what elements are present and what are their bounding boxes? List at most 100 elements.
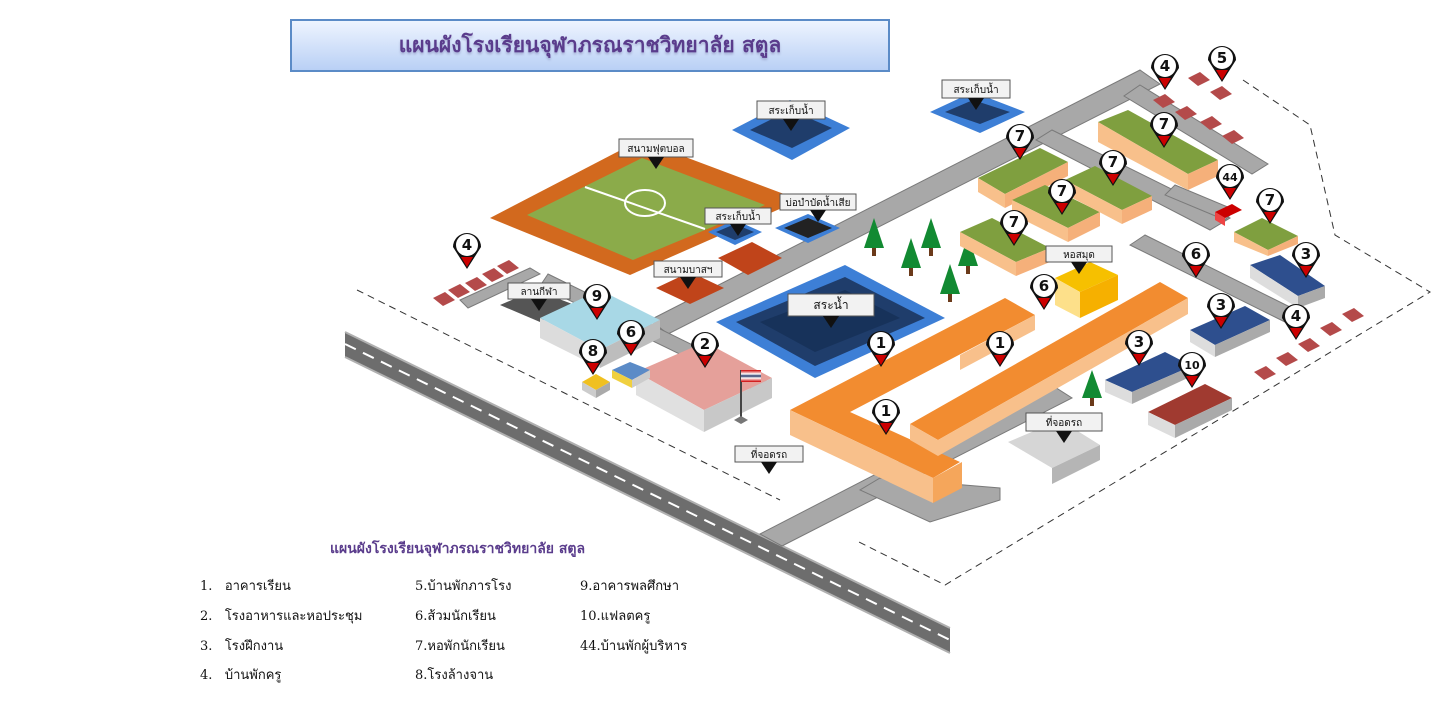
pin-number: 7 [1265, 191, 1275, 209]
legend-item-3: 3. โรงฝึกงาน [200, 635, 283, 656]
executive-house [1215, 204, 1242, 226]
location-pin-p1c: 1 [872, 399, 900, 435]
location-pin-p5: 5 [1208, 46, 1236, 82]
map-label-text: ลานกีฬา [520, 286, 557, 298]
location-pin-p7e: 7 [1000, 210, 1028, 246]
pin-number: 7 [1057, 182, 1067, 200]
map-label-pond: สระน้ำ [787, 293, 875, 328]
map-title: แผนผังโรงเรียนจุฬาภรณราชวิทยาลัย สตูล [398, 32, 782, 57]
map-label-clock-tower: หอสมุด [1045, 245, 1113, 274]
map-label-sport-yard: ลานกีฬา [507, 282, 571, 311]
map-label-text: สระน้ำ [813, 296, 848, 312]
teacher-flat [1148, 384, 1232, 438]
library-building [1055, 262, 1118, 318]
legend-item-6: 6.ส้วมนักเรียน [415, 609, 496, 624]
map-label-reservoir-3: สระเก็บน้ำ [704, 207, 772, 236]
legend-item-9: 9.อาคารพลศึกษา [580, 579, 680, 594]
map-label-text: สระเก็บน้ำ [715, 209, 760, 223]
pin-number: 4 [462, 236, 472, 254]
trees [864, 218, 1102, 406]
flagpole [734, 370, 761, 424]
pin-number: 7 [1108, 153, 1118, 171]
legend-title: แผนผังโรงเรียนจุฬาภรณราชวิทยาลัย สตูล [330, 541, 586, 557]
location-pin-p10: 10 [1178, 352, 1206, 388]
wastewater-pond [775, 214, 840, 243]
map-label-layer: สนามฟุตบอลสระเก็บน้ำสระเก็บน้ำสระเก็บน้ำ… [507, 79, 1113, 474]
location-pin-p7f: 7 [1256, 188, 1284, 224]
pin-number: 7 [1009, 213, 1019, 231]
map-label-text: สนามฟุตบอล [627, 144, 684, 155]
map-label-text: สระเก็บน้ำ [768, 103, 813, 117]
pin-number: 1 [995, 334, 1005, 352]
location-pin-p6b: 6 [1182, 242, 1210, 278]
basketball-court [656, 242, 782, 304]
location-pin-p1b: 1 [986, 331, 1014, 367]
pin-number: 4 [1291, 307, 1301, 325]
legend-item-label: โรงฝึกงาน [224, 639, 284, 654]
toilet-block [612, 362, 650, 388]
legend-item-5: 5.บ้านพักภารโรง [415, 579, 512, 594]
legend-item-10: 10.แฟลตครู [580, 609, 651, 624]
location-pin-p3b: 3 [1207, 293, 1235, 329]
location-pin-p4a: 4 [1151, 54, 1179, 90]
legend-item-number: 3. [200, 639, 213, 654]
staff-houses [433, 72, 1364, 380]
location-pin-p1a: 1 [867, 331, 895, 367]
map-label-text: สนามบาสฯ [664, 265, 713, 276]
map-label-text: สระเก็บน้ำ [953, 82, 998, 96]
location-pin-p7a: 7 [1006, 124, 1034, 160]
location-pin-p8: 8 [579, 339, 607, 375]
pin-number: 6 [1039, 277, 1049, 295]
location-pin-p9: 9 [583, 284, 611, 320]
legend-item-7: 7.หอพักนักเรียน [415, 639, 505, 654]
map-label-reservoir-1: สระเก็บน้ำ [756, 100, 826, 131]
legend-item-2: 2. โรงอาหารและหอประชุม [200, 605, 362, 626]
parking-lot [1008, 420, 1100, 484]
location-pin-p7b: 7 [1150, 112, 1178, 148]
pin-number: 7 [1159, 115, 1169, 133]
legend-item-number: 1. [200, 579, 213, 594]
location-pin-p3a: 3 [1292, 242, 1320, 278]
pin-number: 5 [1217, 49, 1227, 67]
pin-number: 6 [1191, 245, 1201, 263]
legend-item-44: 44.บ้านพักผู้บริหาร [580, 639, 688, 654]
reservoir-2 [930, 92, 1025, 133]
map-label-text: ที่จอดรถ [751, 447, 787, 461]
map-label-parking-2: ที่จอดรถ [1025, 412, 1103, 443]
location-pin-p7c: 7 [1099, 150, 1127, 186]
location-pin-p44: 44 [1216, 164, 1244, 200]
pin-number: 8 [588, 342, 598, 360]
workshops [1105, 255, 1325, 404]
classroom-building [790, 282, 1188, 503]
location-pin-p4b: 4 [453, 233, 481, 269]
property-boundary [356, 79, 1431, 586]
pin-number: 1 [876, 334, 886, 352]
pin-number: 7 [1015, 127, 1025, 145]
pin-number: 6 [626, 323, 636, 341]
pin-number: 3 [1216, 296, 1226, 314]
legend-item-label: อาคารเรียน [224, 579, 291, 594]
dormitories [960, 110, 1298, 276]
location-pin-p7d: 7 [1048, 179, 1076, 215]
legend-item-1: 1. อาคารเรียน [200, 575, 291, 596]
legend-item-number: 4. [200, 668, 213, 683]
legend-item-4: 4. บ้านพักครู [200, 664, 281, 685]
legend-item-label: โรงอาหารและหอประชุม [224, 609, 363, 624]
football-field [490, 140, 800, 275]
map-label-basketball: สนามบาสฯ [653, 260, 723, 289]
pin-number: 10 [1184, 359, 1200, 372]
title-banner: แผนผังโรงเรียนจุฬาภรณราชวิทยาลัย สตูล [290, 19, 890, 72]
location-pin-p6a: 6 [617, 320, 645, 356]
pin-number: 3 [1134, 333, 1144, 351]
pin-number: 44 [1222, 171, 1238, 184]
legend-item-number: 2. [200, 609, 213, 624]
map-label-reservoir-2: สระเก็บน้ำ [941, 79, 1011, 110]
map-label-text: ที่จอดรถ [1046, 415, 1082, 429]
legend-item-label: บ้านพักครู [224, 668, 282, 683]
map-label-wastewater: บ่อบำบัดน้ำเสีย [779, 193, 857, 222]
reservoir-3 [708, 220, 762, 245]
map-label-parking-1: ที่จอดรถ [734, 445, 804, 474]
